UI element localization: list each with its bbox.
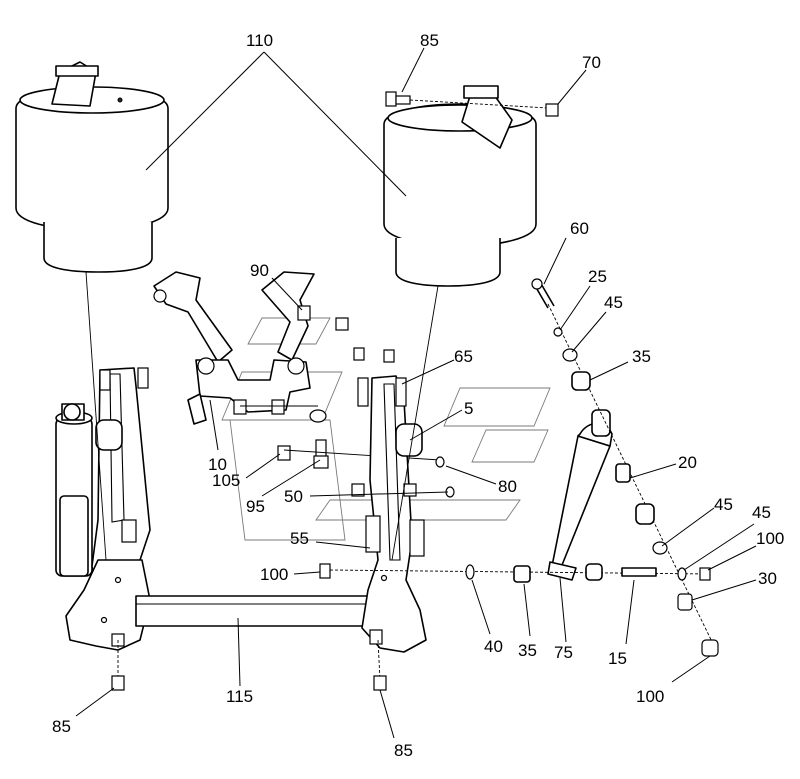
callout-70: 70 (582, 53, 601, 72)
callout-85-bottom-left: 85 (52, 717, 71, 736)
callout-45-right1: 45 (714, 495, 733, 514)
callout-85-top: 85 (420, 31, 439, 50)
bottom-bolt-85-right (373, 675, 387, 691)
bushing-lower-right (585, 563, 603, 581)
callout-60: 60 (570, 219, 589, 238)
callout-55: 55 (290, 529, 309, 548)
leader-lines (75, 47, 757, 739)
top-nut-70 (545, 103, 559, 117)
cross-tube-115 (135, 595, 371, 627)
callout-80: 80 (498, 477, 517, 496)
bushing-35-lower (513, 565, 531, 583)
callout-45-upper: 45 (604, 293, 623, 312)
axis-right-bolt (377, 639, 381, 681)
callout-40: 40 (484, 637, 503, 656)
callout-110: 110 (246, 31, 273, 50)
axis-left-spring (85, 271, 107, 561)
background-watermark (221, 317, 551, 541)
callout-85-bottom-right: 85 (394, 741, 413, 760)
nut-100-bottom (701, 639, 719, 657)
callout-100-left: 100 (260, 565, 288, 584)
trailing-arm-left (65, 367, 151, 651)
callout-50: 50 (284, 487, 303, 506)
callout-15: 15 (608, 649, 627, 668)
callout-115: 115 (226, 687, 253, 706)
nut-30 (677, 593, 693, 611)
callout-20: 20 (678, 453, 697, 472)
nut-100-right (699, 567, 711, 581)
nut-100-left (319, 563, 331, 579)
callout-10: 10 (208, 455, 227, 474)
callout-45-right2: 45 (752, 503, 771, 522)
center-bracket-10 (153, 271, 349, 425)
bolt-60 (531, 278, 555, 309)
washer-45-upper (562, 348, 578, 362)
air-spring-left (15, 61, 169, 273)
callout-35-upper: 35 (632, 347, 651, 366)
callout-95: 95 (246, 497, 265, 516)
axis-right-spring (391, 285, 439, 561)
bushing-35-upper (571, 371, 591, 391)
top-bolt-85 (385, 91, 549, 109)
bottom-bolt-85-left (111, 675, 125, 691)
washer-40 (465, 564, 475, 580)
callout-65: 65 (454, 347, 473, 366)
callout-100-bottom: 100 (636, 687, 664, 706)
spacer-20 (615, 463, 631, 483)
callout-5: 5 (464, 399, 473, 418)
callout-105: 105 (212, 471, 240, 490)
washer-45-far (677, 567, 687, 581)
callout-75: 75 (554, 643, 573, 662)
callout-90: 90 (250, 261, 269, 280)
shock-absorber-left (55, 403, 93, 577)
air-spring-right (383, 85, 537, 287)
trailing-arm-right (351, 347, 427, 653)
callout-35-lower: 35 (518, 641, 537, 660)
small-washers-80-50 (435, 456, 455, 498)
shock-absorber-75 (547, 409, 613, 581)
bolt-15 (621, 567, 657, 577)
callout-100-right: 100 (756, 529, 784, 548)
callout-25: 25 (588, 267, 607, 286)
callout-30: 30 (758, 569, 777, 588)
bushing-upper-right (635, 503, 655, 525)
callout-labels: 110 85 70 60 25 45 35 90 65 5 20 10 105 … (52, 31, 784, 760)
center-hardware (240, 405, 441, 469)
